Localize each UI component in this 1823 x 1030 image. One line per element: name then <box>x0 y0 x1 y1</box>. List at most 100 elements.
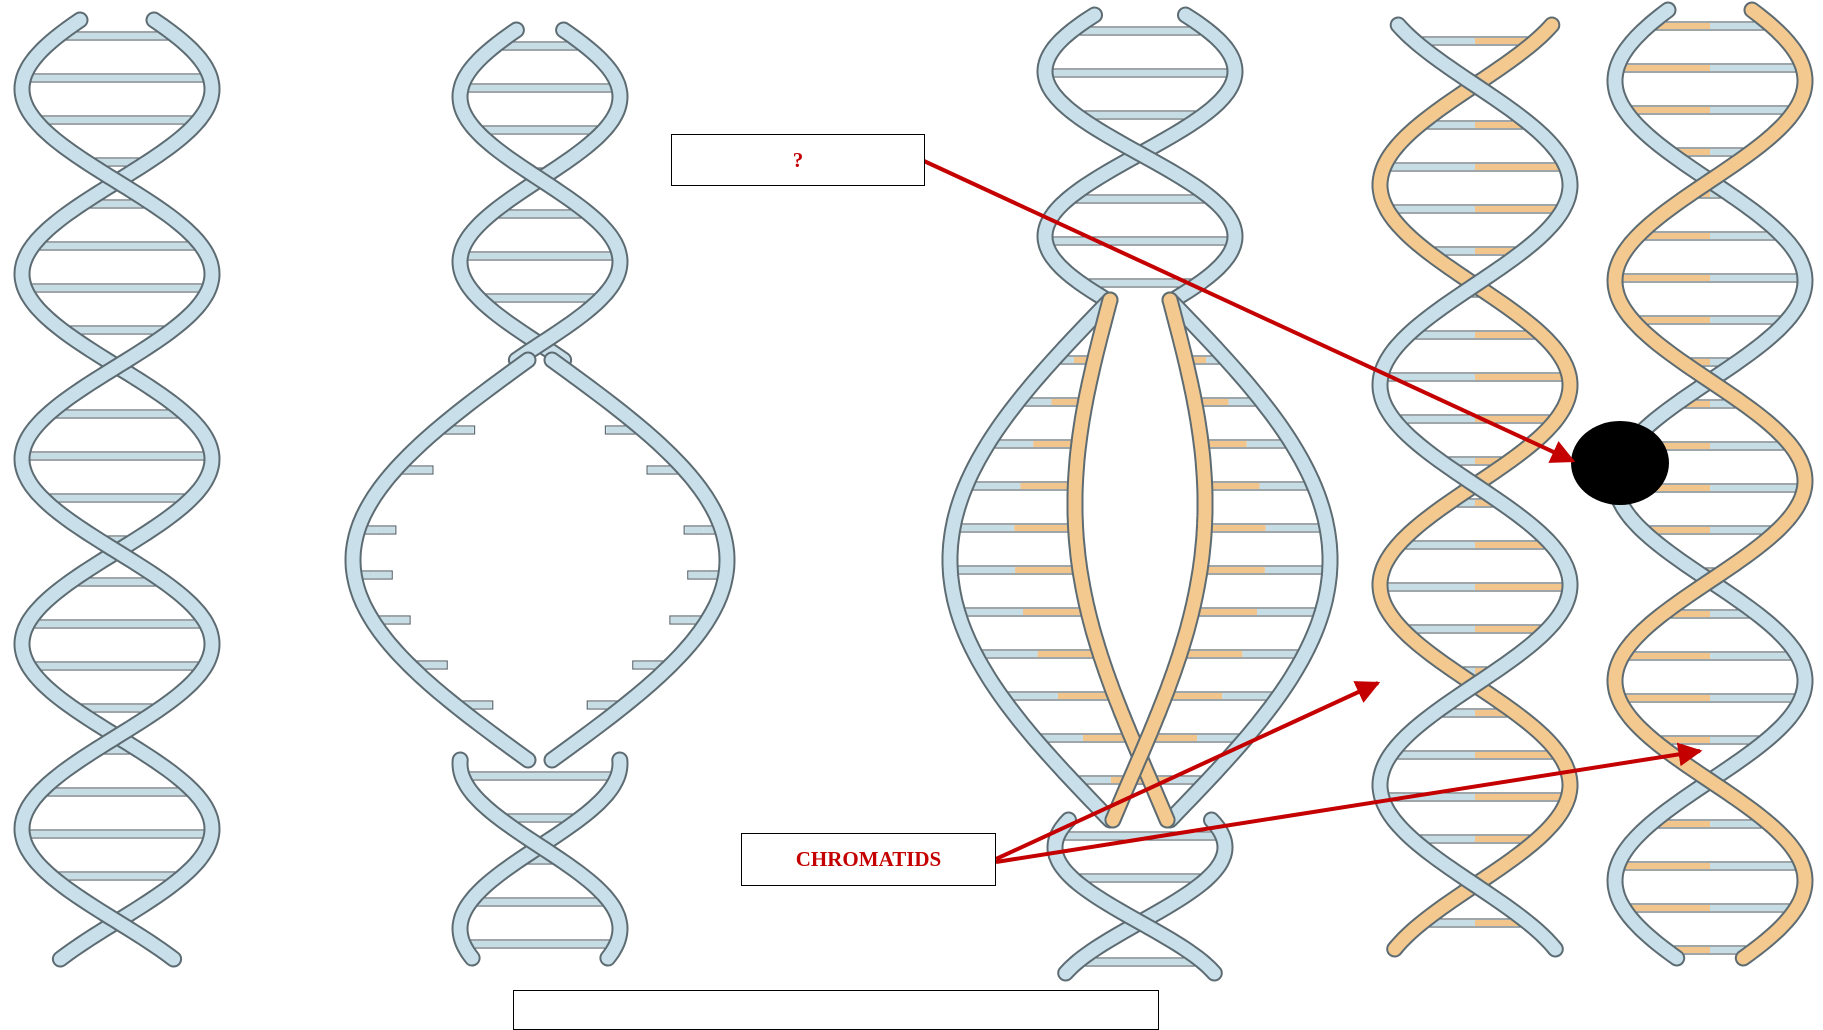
caption-box <box>513 990 1159 1030</box>
base-pair-half-a <box>1180 651 1243 657</box>
base-pair-half-b <box>540 127 604 133</box>
backbone-strand <box>1608 3 1812 965</box>
base-pair-half-b <box>1475 248 1523 254</box>
base-pair-half-a <box>43 495 117 501</box>
base-pair-half-b <box>117 453 211 459</box>
base-pair-half-b <box>1020 483 1075 489</box>
base-pair-half-b <box>1256 609 1322 615</box>
base-pair-half-b <box>540 815 580 821</box>
base-pair-half-b <box>1710 737 1766 743</box>
new-strand <box>1068 293 1174 827</box>
base-pair-half-a <box>1663 611 1710 617</box>
base-pair-half-b <box>540 85 618 91</box>
base-pair-half-a <box>1149 735 1198 741</box>
base-pair-half-b <box>1710 485 1804 491</box>
base-pair-half-a <box>1394 416 1475 422</box>
parent-strand <box>545 353 734 767</box>
base-pair-half-a <box>1391 752 1475 758</box>
base-pair-half-b <box>117 663 205 669</box>
base-pair-half-a <box>1624 905 1710 911</box>
unpaired-base-half-b <box>413 467 432 473</box>
base-pair-half-b <box>540 253 619 259</box>
base-pair-half-b <box>1475 752 1559 758</box>
base-pair-half-b <box>117 873 183 879</box>
base-pair-half-a <box>1381 584 1475 590</box>
base-pair-half-b <box>1710 821 1769 827</box>
base-pair-half-b <box>1014 525 1075 531</box>
base-pair-half-a <box>28 621 118 627</box>
base-pair-half-b <box>1475 206 1563 212</box>
base-pair-half-b <box>1023 609 1088 615</box>
unpaired-base-half-a <box>606 427 625 433</box>
base-pair-half-a <box>49 411 117 417</box>
unpaired-base-half-a <box>633 662 652 668</box>
dna-helix-replicating <box>941 6 1339 982</box>
question-label: ? <box>792 147 804 172</box>
base-pair-half-b <box>1475 836 1537 842</box>
unpaired-base-half-b <box>428 662 447 668</box>
base-pair-half-b <box>1073 357 1094 363</box>
base-pair-half-a <box>1666 947 1710 953</box>
base-pair-half-a <box>1638 233 1710 239</box>
base-pair-half-b <box>1710 107 1795 113</box>
base-pair-half-b <box>117 243 201 249</box>
base-pair-half-a <box>1072 777 1111 783</box>
base-pair-half-b <box>117 789 193 795</box>
backbone-strand <box>1059 813 1232 980</box>
new-strand <box>1106 293 1212 827</box>
base-pair-half-a <box>1616 485 1710 491</box>
unpaired-base-half-a <box>670 617 689 623</box>
base-pair-half-a <box>479 295 540 301</box>
backbone-strand <box>453 753 627 965</box>
base-pair-half-b <box>117 285 209 291</box>
base-pair-half-a <box>1046 70 1140 76</box>
base-pair-half-b <box>117 411 185 417</box>
base-pair-half-b <box>117 327 172 333</box>
base-pair-half-b <box>540 899 609 905</box>
base-pair-half-b <box>1475 416 1556 422</box>
unpaired-base-half-b <box>373 572 392 578</box>
base-pair-half-b <box>1259 483 1314 489</box>
chromatids-label-box: CHROMATIDS <box>741 833 996 886</box>
unpaired-base-half-b <box>473 702 492 708</box>
base-pair-half-a <box>82 201 117 207</box>
base-pair-half-b <box>1710 905 1796 911</box>
base-pair-half-b <box>1197 735 1246 741</box>
base-pair-half-a <box>33 243 117 249</box>
dna-helix-chromatid-right <box>1606 1 1814 967</box>
base-pair-half-b <box>1475 710 1515 716</box>
base-pair-half-a <box>41 789 117 795</box>
base-pair-half-a <box>1623 653 1710 659</box>
base-pair-half-a <box>73 705 117 711</box>
base-pair-half-a <box>1642 527 1710 533</box>
base-pair-half-a <box>1617 65 1710 71</box>
base-pair-half-a <box>1625 107 1710 113</box>
base-pair-half-b <box>1710 611 1757 617</box>
base-pair-half-a <box>463 773 540 779</box>
backbone-strand <box>453 23 627 367</box>
base-pair-half-a <box>25 285 117 291</box>
base-pair-half-a <box>70 579 117 585</box>
base-pair-half-a <box>495 43 540 49</box>
base-pair-half-a <box>29 663 117 669</box>
base-pair-half-b <box>1475 38 1535 44</box>
base-pair-half-a <box>1619 695 1710 701</box>
base-pair-half-a <box>1649 23 1710 29</box>
unpaired-base-half-a <box>685 527 704 533</box>
base-pair-half-a <box>62 327 117 333</box>
base-pair-half-a <box>958 609 1024 615</box>
base-pair-half-b <box>1265 525 1327 531</box>
backbone-strand <box>453 23 627 367</box>
dna-helix-intact <box>13 11 221 968</box>
base-pair-half-a <box>1441 458 1475 464</box>
base-pair-half-a <box>966 483 1021 489</box>
base-pair-half-a <box>464 941 540 947</box>
base-pair-half-a <box>1387 206 1475 212</box>
base-pair-half-b <box>1140 28 1208 34</box>
question-label-box: ? <box>671 134 925 186</box>
base-pair-half-b <box>540 211 589 217</box>
base-pair-half-b <box>1015 567 1079 573</box>
base-pair-half-b <box>540 941 616 947</box>
base-pair-half-a <box>1034 735 1083 741</box>
base-pair-half-b <box>117 579 164 585</box>
